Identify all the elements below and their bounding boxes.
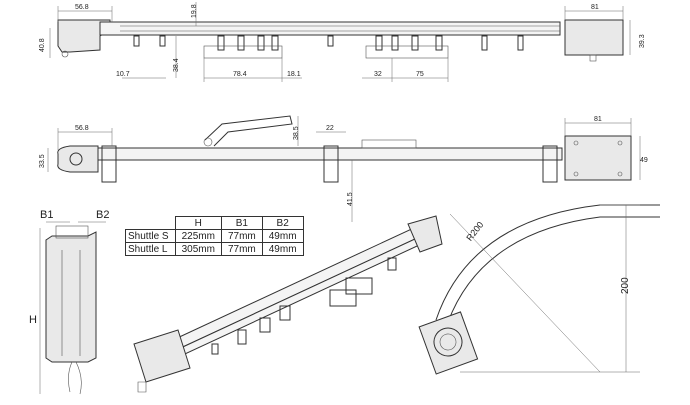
table-cell: 305mm [174, 242, 222, 256]
dim-mid-gap: 22 [326, 125, 334, 132]
dim-mid-right-height: 49 [640, 157, 648, 164]
mid-right-head [564, 135, 632, 181]
dim-top-gap: 18.1 [287, 71, 301, 78]
dim-top-left-height: 40.8 [39, 38, 46, 52]
dim-mid-arm-height: 38.5 [293, 126, 300, 140]
motor-b1-label: B1 [40, 209, 53, 221]
bend-height-label: 200 [620, 277, 631, 294]
table-cell: 77mm [220, 242, 263, 256]
motor-b2-label: B2 [96, 209, 109, 221]
table-header: H [174, 216, 222, 230]
table-header: B1 [220, 216, 263, 230]
dim-top-spacing-a: 10.7 [116, 71, 130, 78]
right-head [564, 19, 624, 56]
table-corner [126, 217, 176, 230]
isometric-track [133, 215, 443, 393]
bend-radius-label: R200 [464, 220, 485, 243]
table-cell: 77mm [220, 229, 263, 243]
dim-mid-bracket-depth: 41.5 [347, 192, 354, 206]
top-elevation: 56.8 19.8 81 40.8 39.3 38.4 10.7 78.4 18… [39, 2, 646, 82]
dim-mid-left-height: 33.5 [39, 154, 46, 168]
mid-left-head [57, 145, 99, 173]
shuttle-spec-table: H B1 B2 Shuttle S 225mm 77mm 49mm Shuttl… [125, 216, 304, 256]
motor-unit: B1 B2 H [29, 209, 109, 395]
table-row: Shuttle L 305mm 77mm 49mm [125, 242, 304, 256]
mid-rail [97, 147, 563, 161]
dim-mid-left-width: 56.8 [75, 125, 89, 132]
row-label: Shuttle S [125, 229, 176, 243]
dim-top-shuttle-b-width: 75 [416, 71, 424, 78]
dim-top-bracket-depth: 38.4 [173, 58, 180, 72]
dim-top-shuttle-width: 78.4 [233, 71, 247, 78]
table-row: Shuttle S 225mm 77mm 49mm [125, 229, 304, 243]
dim-mid-right-width: 81 [594, 116, 602, 123]
table-cell: 49mm [261, 242, 304, 256]
table-cell: 49mm [261, 229, 304, 243]
dim-top-spacing-b: 32 [374, 71, 382, 78]
dim-top-right-height: 39.3 [639, 34, 646, 48]
middle-plan: 56.8 81 38.5 22 33.5 49 41.5 [39, 115, 648, 222]
motor-h-label: H [29, 314, 37, 326]
row-label: Shuttle L [125, 242, 176, 256]
top-rail [99, 21, 561, 36]
table-header: B2 [261, 216, 304, 230]
dim-top-left-width: 56.8 [75, 4, 89, 11]
table-header-row: H B1 B2 [126, 216, 304, 230]
table-cell: 225mm [174, 229, 222, 243]
dim-top-right-width: 81 [591, 4, 599, 11]
dim-top-clearance: 19.8 [191, 4, 198, 18]
curve-view: R200 200 [418, 204, 660, 375]
